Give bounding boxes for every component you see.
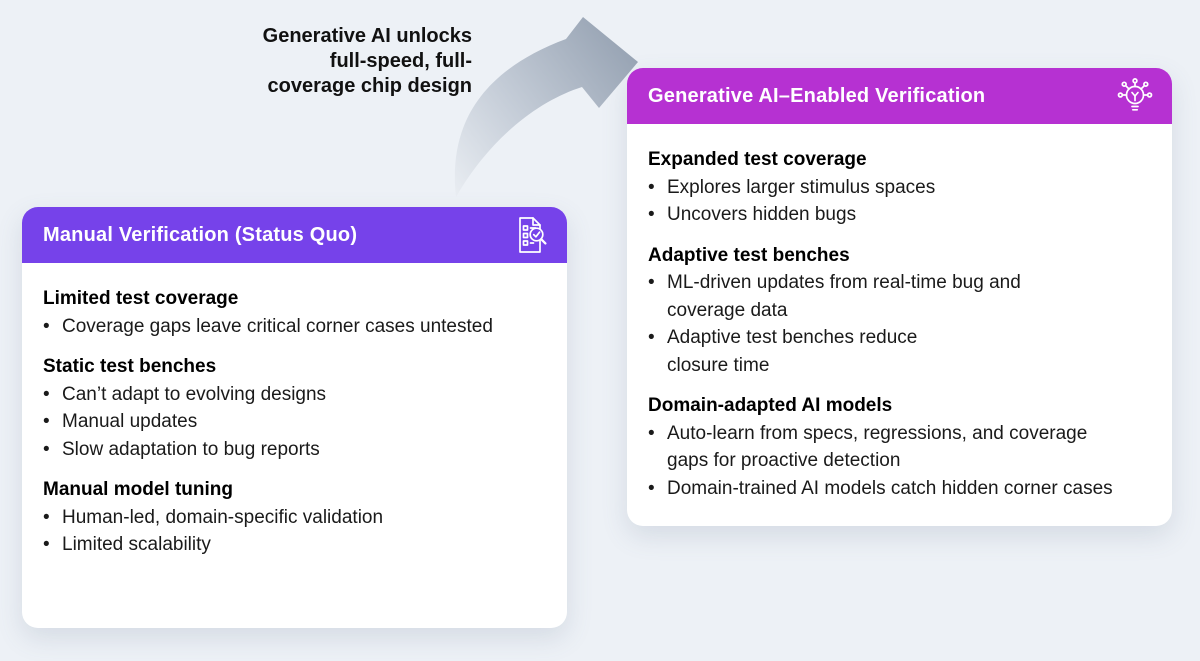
section-manual-model-tuning: Manual model tuning Human-led, domain-sp…: [43, 476, 546, 559]
lightbulb-network-icon: [1113, 74, 1157, 118]
bullet-text: Explores larger stimulus spaces: [667, 176, 936, 198]
bullet-item: Manual updates: [43, 408, 546, 436]
curved-arrow-icon: [454, 17, 638, 197]
section-heading: Static test benches: [43, 356, 217, 377]
bullet-item: Domain-trained AI models catch hidden co…: [648, 475, 1151, 503]
section-static-test-benches: Static test benches Can’t adapt to evolv…: [43, 353, 546, 463]
card-genai-title: Generative AI–Enabled Verification: [648, 84, 986, 107]
section-heading: Expanded test coverage: [648, 149, 867, 170]
bullet-item: Slow adaptation to bug reports: [43, 436, 546, 464]
card-genai-body: Expanded test coverage Explores larger s…: [627, 124, 1172, 502]
card-manual-title: Manual Verification (Status Quo): [43, 223, 358, 246]
section-heading: Domain-adapted AI models: [648, 395, 893, 416]
bullet-text: Manual updates: [62, 411, 198, 432]
section-limited-test-coverage: Limited test coverage Coverage gaps leav…: [43, 285, 546, 340]
section-heading: Limited test coverage: [43, 288, 239, 309]
card-genai-verification: Generative AI–Enabled Verification: [627, 68, 1172, 526]
bullet-text: Can’t adapt to evolving designs: [62, 383, 327, 405]
bullet-text: Uncovers hidden bugs: [667, 204, 857, 225]
bullet-text: Slow adaptation to bug reports: [62, 438, 320, 460]
bullet-text: Limited scalability: [62, 534, 211, 555]
bullet-item: Can’t adapt to evolving designs: [43, 381, 546, 409]
bullet-text: ML-driven updates from real-time bug and…: [667, 272, 1021, 321]
bullet-item: Auto-learn from specs, regressions, and …: [648, 420, 1151, 475]
bullet-item: Human-led, domain-specific validation: [43, 504, 546, 532]
section-adaptive-test-benches: Adaptive test benches ML-driven updates …: [648, 242, 1151, 380]
bullet-text: Human-led, domain-specific validation: [62, 506, 384, 528]
bullet-text: Auto-learn from specs, regressions, and …: [667, 422, 1088, 472]
card-manual-body: Limited test coverage Coverage gaps leav…: [22, 263, 567, 559]
bullet-text: Coverage gaps leave critical corner case…: [62, 315, 493, 337]
section-heading: Adaptive test benches: [648, 244, 850, 266]
bullet-text: Adaptive test benches reduce closure tim…: [667, 327, 918, 376]
checklist-magnifier-icon: [508, 213, 552, 257]
section-expanded-test-coverage: Expanded test coverage Explores larger s…: [648, 146, 1151, 229]
bullet-text: Domain-trained AI models catch hidden co…: [667, 477, 1113, 499]
card-genai-header: Generative AI–Enabled Verification: [627, 68, 1172, 124]
bullet-item: Explores larger stimulus spaces: [648, 174, 1151, 202]
section-heading: Manual model tuning: [43, 479, 233, 500]
bullet-item: Limited scalability: [43, 531, 546, 559]
card-manual-header: Manual Verification (Status Quo): [22, 207, 567, 263]
bullet-item: ML-driven updates from real-time bug and…: [648, 269, 1151, 324]
arrow-caption: Generative AI unlocks full-speed, full- …: [262, 25, 472, 97]
card-manual-verification: Manual Verification (Status Quo): [22, 207, 567, 628]
bullet-item: Adaptive test benches reduce closure tim…: [648, 324, 1151, 379]
bullet-item: Coverage gaps leave critical corner case…: [43, 313, 546, 341]
bullet-item: Uncovers hidden bugs: [648, 201, 1151, 229]
section-domain-adapted-ai-models: Domain-adapted AI models Auto-learn from…: [648, 392, 1151, 502]
